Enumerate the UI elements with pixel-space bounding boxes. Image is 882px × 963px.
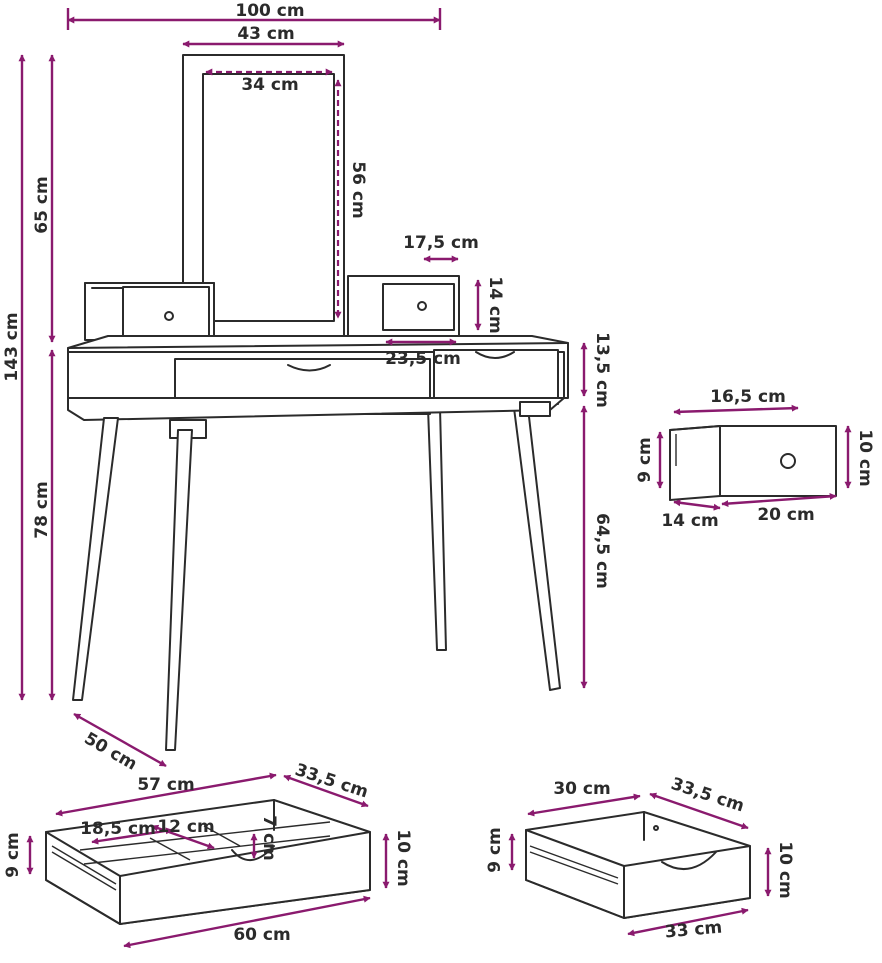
mirror-frame-width-label: 43 cm [237, 24, 294, 44]
medium-drawer-width-label: 30 cm [553, 779, 610, 799]
dressing-table [67, 54, 569, 751]
compartment-width-label: 18,5 cm [80, 819, 156, 839]
box-front-width-label: 20 cm [757, 505, 814, 525]
medium-drawer-depth-label: 33,5 cm [668, 774, 746, 816]
box-side-depth-label: 14 cm [661, 511, 718, 531]
left-small-cabinet [84, 282, 215, 341]
knob-icon [780, 453, 796, 469]
leg-height-label: 64,5 cm [592, 513, 612, 589]
mirror-glass-width-label: 34 cm [241, 75, 298, 95]
compartment-depth-label: 12 cm [157, 817, 214, 837]
large-drawer-depth-label: 33,5 cm [292, 760, 370, 802]
compartment-height-label: 7 cm [259, 815, 279, 861]
front-right-leg [165, 429, 193, 751]
front-left-leg [72, 417, 119, 701]
right-drawer [433, 349, 559, 405]
large-drawer-width-label: 57 cm [137, 775, 194, 795]
box-outer-height-label: 10 cm [855, 429, 875, 486]
mirror-height-label: 65 cm [32, 176, 52, 233]
small-drawer-height-label: 14 cm [485, 276, 505, 333]
total-height-label: 143 cm [2, 312, 22, 381]
total-width-label: 100 cm [235, 1, 304, 21]
small-drawer-width-label: 17,5 cm [403, 233, 479, 253]
table-height-label: 78 cm [32, 481, 52, 538]
large-drawer-inner-height-label: 9 cm [3, 832, 23, 878]
medium-drawer-outer-height-label: 10 cm [775, 841, 795, 898]
knob-icon [417, 301, 427, 311]
box-depth-label: 16,5 cm [710, 387, 786, 407]
back-right-leg [513, 407, 561, 691]
small-drawer-box [669, 425, 837, 501]
mirror-glass [202, 73, 335, 322]
large-drawer-outer-height-label: 10 cm [393, 829, 413, 886]
large-drawer-front-width-label: 60 cm [233, 925, 290, 945]
back-left-leg [427, 407, 447, 651]
medium-drawer-inner-height-label: 9 cm [485, 827, 505, 873]
medium-drawer-front-width-label: 33 cm [664, 918, 723, 943]
lower-rail [67, 397, 565, 421]
tabletop-height-label: 13,5 cm [592, 332, 612, 408]
knob-icon [164, 311, 174, 321]
cabinet-width-label: 23,5 cm [385, 349, 461, 369]
right-small-cabinet [347, 275, 460, 337]
medium-drawer [525, 811, 751, 919]
box-inner-height-label: 9 cm [635, 437, 655, 483]
mirror-glass-height-label: 56 cm [348, 161, 368, 218]
